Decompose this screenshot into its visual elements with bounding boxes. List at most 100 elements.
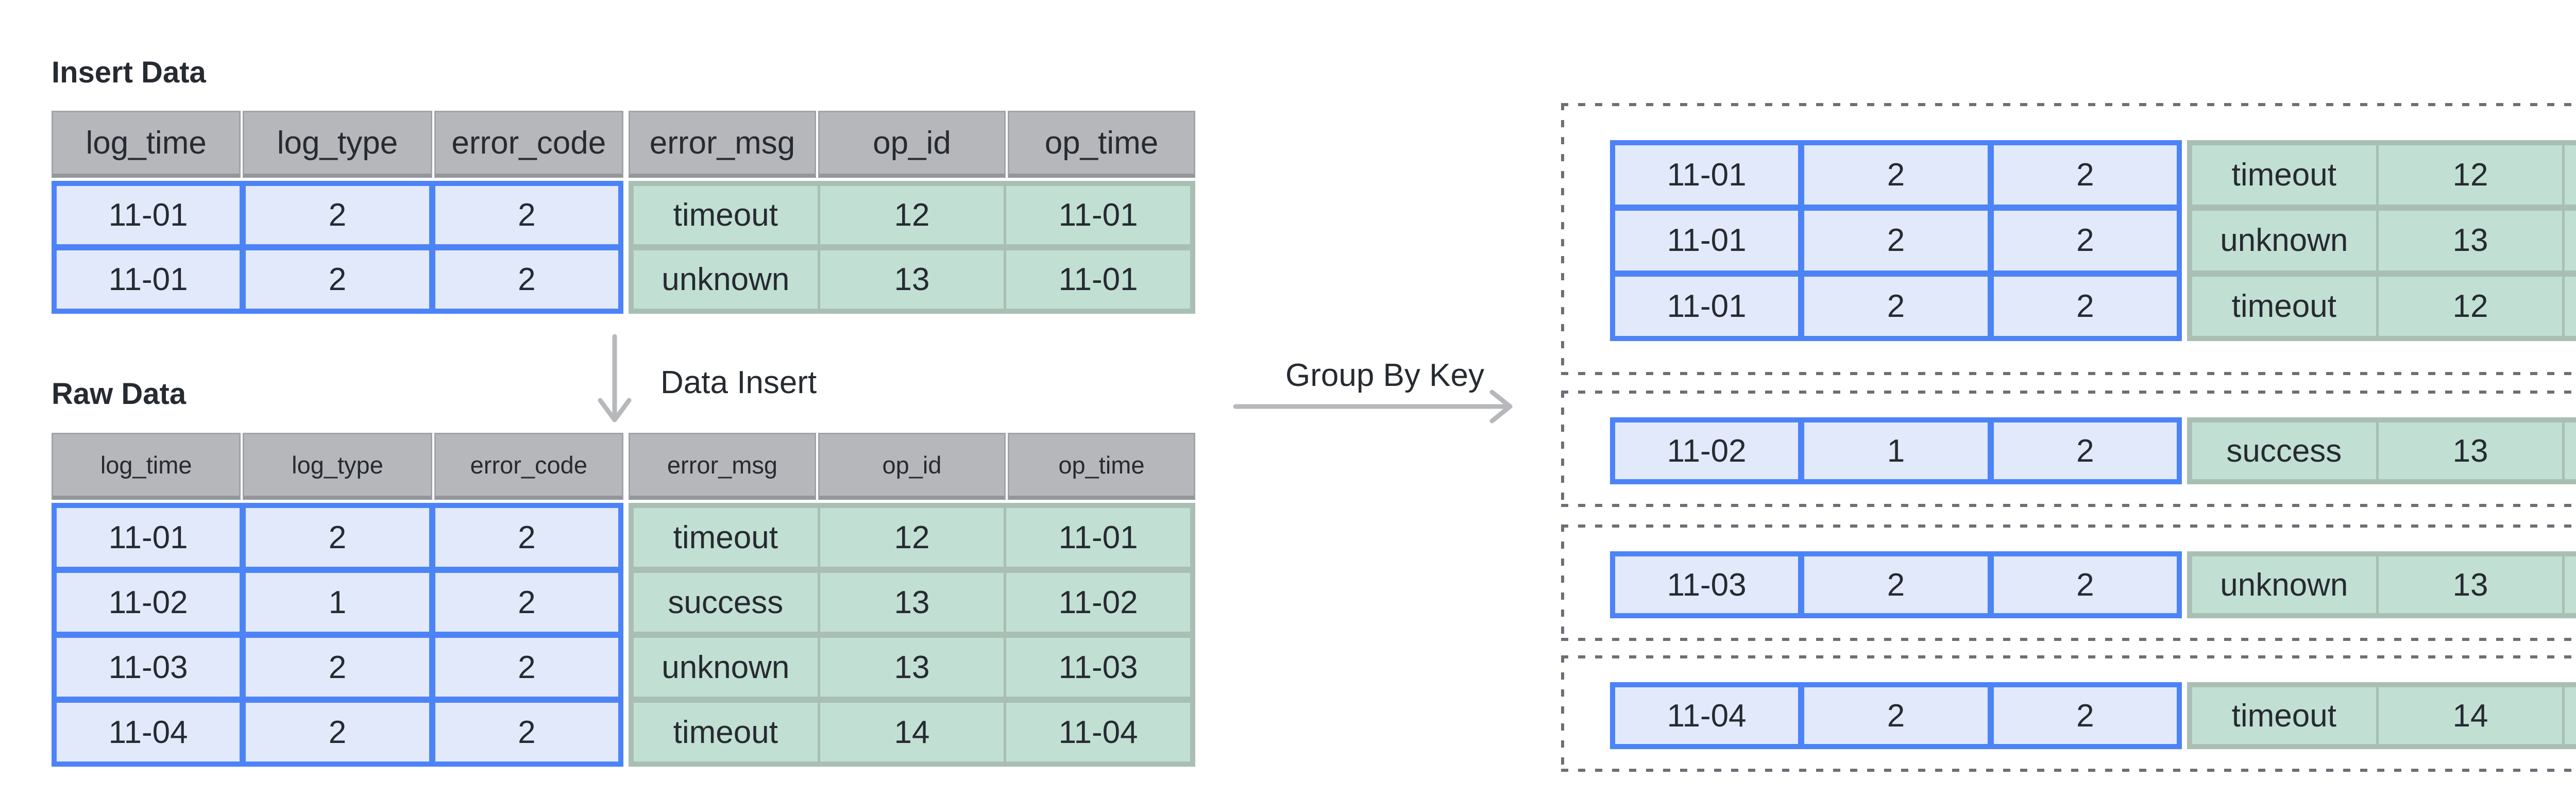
table-cell: 14	[820, 703, 1004, 762]
group-1-value-cells: timeout1211-01unknown1311-01timeout1211-…	[2187, 140, 2576, 341]
table-cell: 11-03	[1615, 556, 1799, 613]
table-cell: 2	[1993, 422, 2177, 479]
table-cell: log_time	[52, 111, 241, 178]
table-cell: 13	[820, 638, 1004, 697]
table-cell: 2	[1804, 276, 1988, 336]
table-cell: 13	[2378, 211, 2563, 270]
table-cell: timeout	[634, 703, 818, 762]
table-cell: 11-04	[57, 703, 240, 762]
table-cell: 2	[1993, 211, 2177, 270]
table-cell: 11-01	[1006, 186, 1190, 244]
table-cell: 2	[1993, 556, 2177, 613]
table-cell: unknown	[634, 638, 818, 697]
table-cell: timeout	[2192, 276, 2376, 336]
table-cell: 2	[435, 250, 618, 309]
table-cell: 11-01	[57, 250, 240, 309]
table-cell: error_code	[434, 111, 623, 178]
table-cell: 11-01	[1615, 211, 1799, 270]
table-cell: 2	[246, 508, 429, 567]
table-cell: 13	[820, 250, 1004, 309]
table-cell: 2	[435, 573, 618, 632]
table-cell: 11-04	[2565, 687, 2576, 744]
insert-data-title: Insert Data	[52, 56, 206, 89]
table-cell: 2	[435, 638, 618, 697]
table-cell: 2	[246, 186, 429, 244]
table-cell: 2	[1993, 145, 2177, 205]
table-cell: log_type	[243, 111, 432, 178]
table-cell: op_id	[818, 433, 1006, 500]
table-cell: 13	[820, 573, 1004, 632]
table-cell: error_code	[434, 433, 623, 500]
table-cell: timeout	[634, 186, 818, 244]
table-cell: 13	[2378, 556, 2563, 613]
table-cell: 11-01	[1615, 276, 1799, 336]
table-cell: op_time	[1008, 433, 1195, 500]
table-cell: 2	[1993, 687, 2177, 744]
table-cell: 14	[2378, 687, 2563, 744]
table-cell: log_type	[243, 433, 432, 500]
table-cell: 2	[1804, 556, 1988, 613]
table-cell: 11-01	[2565, 145, 2576, 205]
table-cell: unknown	[2192, 556, 2376, 613]
table-cell: 11-01	[57, 508, 240, 567]
table-cell: 2	[435, 508, 618, 567]
table-cell: 11-04	[1615, 687, 1799, 744]
table-cell: 2	[246, 250, 429, 309]
table-cell: 11-02	[2565, 422, 2576, 479]
table-cell: 11-01	[1615, 145, 1799, 205]
table-cell: 12	[2378, 145, 2563, 205]
table-cell: timeout	[634, 508, 818, 567]
table-cell: 11-01	[1006, 508, 1190, 567]
table-cell: 2	[1804, 145, 1988, 205]
table-cell: 11-02	[57, 573, 240, 632]
table-cell: timeout	[2192, 687, 2376, 744]
table-cell: 11-01	[57, 186, 240, 244]
table-cell: log_time	[52, 433, 241, 500]
table-cell: op_time	[1008, 111, 1195, 178]
table-cell: 11-04	[1006, 703, 1190, 762]
table-cell: 2	[246, 703, 429, 762]
table-cell: 1	[246, 573, 429, 632]
table-cell: 1	[1804, 422, 1988, 479]
data-insert-label: Data Insert	[660, 365, 817, 400]
table-cell: 2	[435, 703, 618, 762]
table-cell: op_id	[818, 111, 1006, 178]
table-cell: success	[634, 573, 818, 632]
table-cell: 12	[820, 186, 1004, 244]
table-cell: unknown	[2192, 211, 2376, 270]
table-cell: 11-01	[2565, 211, 2576, 270]
table-cell: 2	[1804, 687, 1988, 744]
table-cell: error_msg	[629, 111, 816, 178]
raw-data-title: Raw Data	[52, 377, 187, 411]
table-cell: 2	[246, 638, 429, 697]
